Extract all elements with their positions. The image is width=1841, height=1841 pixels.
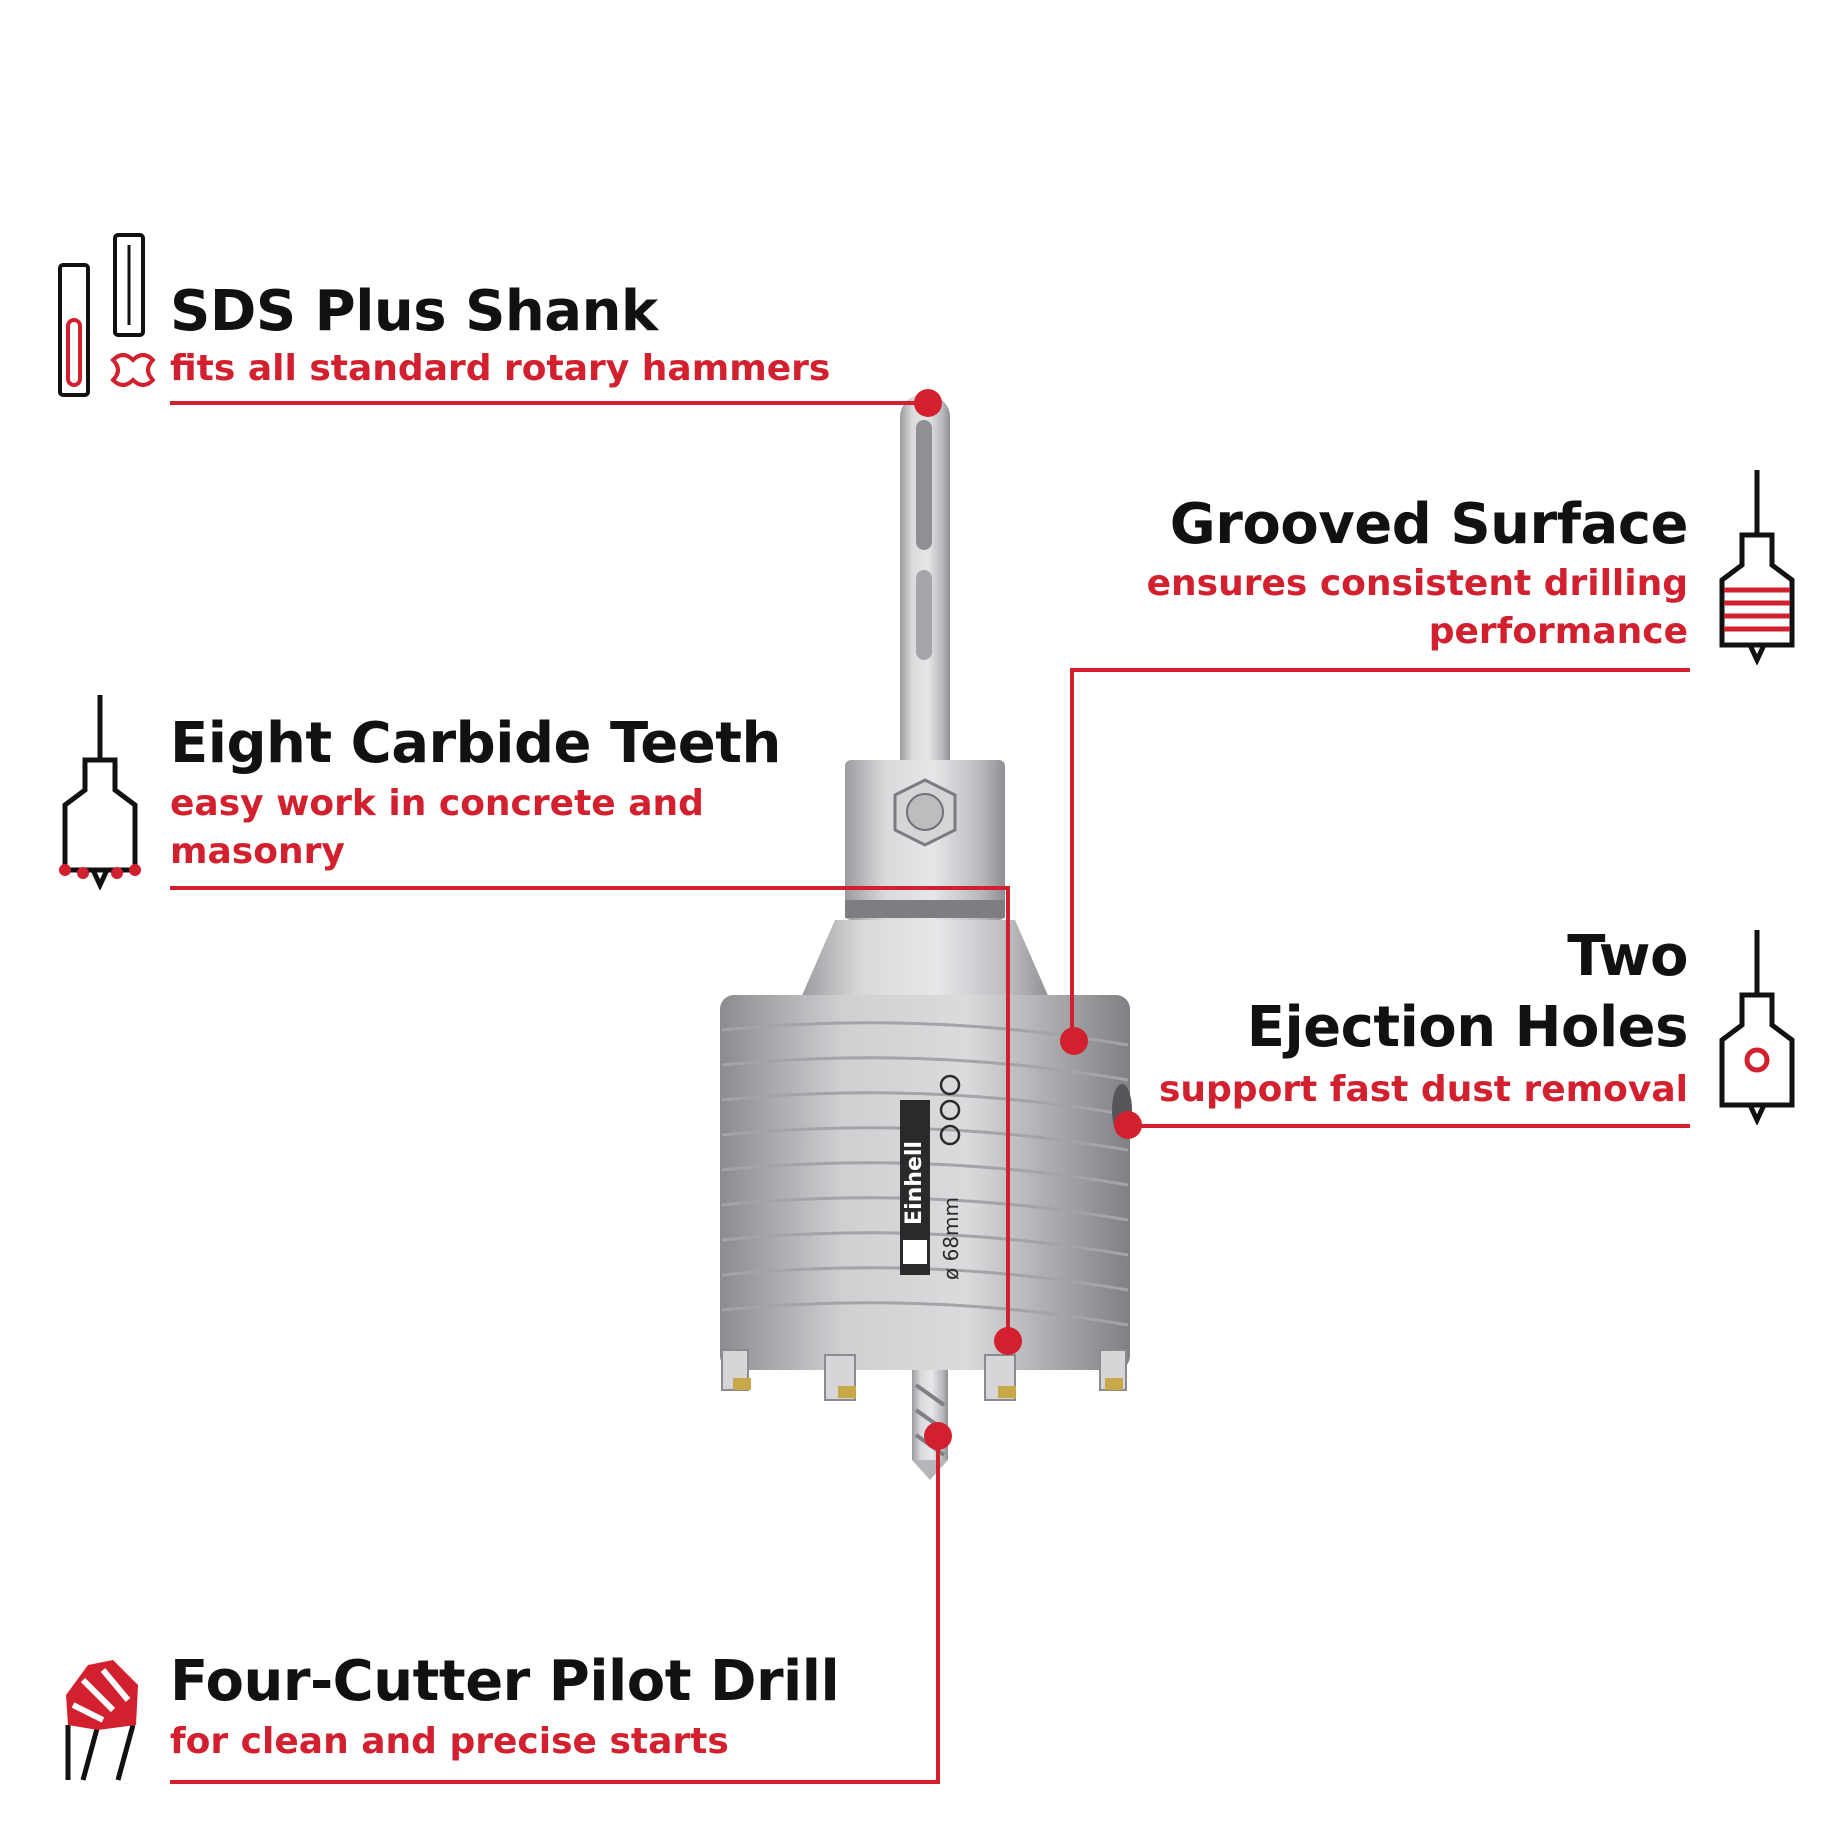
callout-dot-ejection — [1114, 1111, 1142, 1139]
feature-pilot-subtitle: for clean and precise starts — [170, 1721, 729, 1762]
callout-line-pilot — [170, 1435, 940, 1784]
ejection-hole-core-bit-icon — [1719, 930, 1795, 1125]
feature-pilot-title: Four-Cutter Pilot Drill — [170, 1649, 840, 1714]
callout-lines — [170, 401, 1690, 1784]
feature-grooved-title: Grooved Surface — [1169, 492, 1689, 557]
callout-dot-pilot — [924, 1422, 952, 1450]
feature-sds-subtitle: fits all standard rotary hammers — [170, 348, 831, 389]
callout-line-teeth — [170, 886, 1010, 1340]
brand-name: Einhell — [902, 1141, 927, 1225]
callout-dots — [914, 389, 1142, 1450]
sds-shank-icon — [58, 233, 155, 397]
feature-teeth-subtitle-2: masonry — [170, 831, 345, 872]
callout-dot-sds — [914, 389, 942, 417]
callout-line-grooved — [1070, 668, 1690, 1040]
callout-dot-teeth — [994, 1327, 1022, 1355]
carbide-teeth — [721, 1349, 1127, 1401]
pilot-drill-tip-icon — [65, 1660, 138, 1781]
core-bit-body: ø 68mm — [720, 995, 1132, 1370]
feature-grooved-subtitle-2: performance — [1428, 611, 1688, 652]
feature-teeth-title: Eight Carbide Teeth — [170, 711, 781, 776]
feature-ejection-title-2: Ejection Holes — [1246, 995, 1689, 1060]
feature-ejection-title-1: Two — [1567, 924, 1688, 989]
collar — [845, 760, 1005, 920]
adapter-cone — [800, 920, 1050, 1000]
feature-teeth-subtitle-1: easy work in concrete and — [170, 783, 704, 824]
size-label: ø 68mm — [939, 1197, 963, 1280]
feature-ejection-subtitle: support fast dust removal — [1158, 1069, 1688, 1110]
carbide-teeth-core-bit-icon — [59, 695, 141, 890]
sds-shank — [900, 395, 950, 790]
feature-grooved-subtitle-1: ensures consistent drilling — [1146, 563, 1688, 604]
feature-sds-title: SDS Plus Shank — [170, 279, 658, 344]
grooved-core-bit-icon — [1719, 470, 1795, 665]
callout-dot-grooved — [1060, 1027, 1088, 1055]
